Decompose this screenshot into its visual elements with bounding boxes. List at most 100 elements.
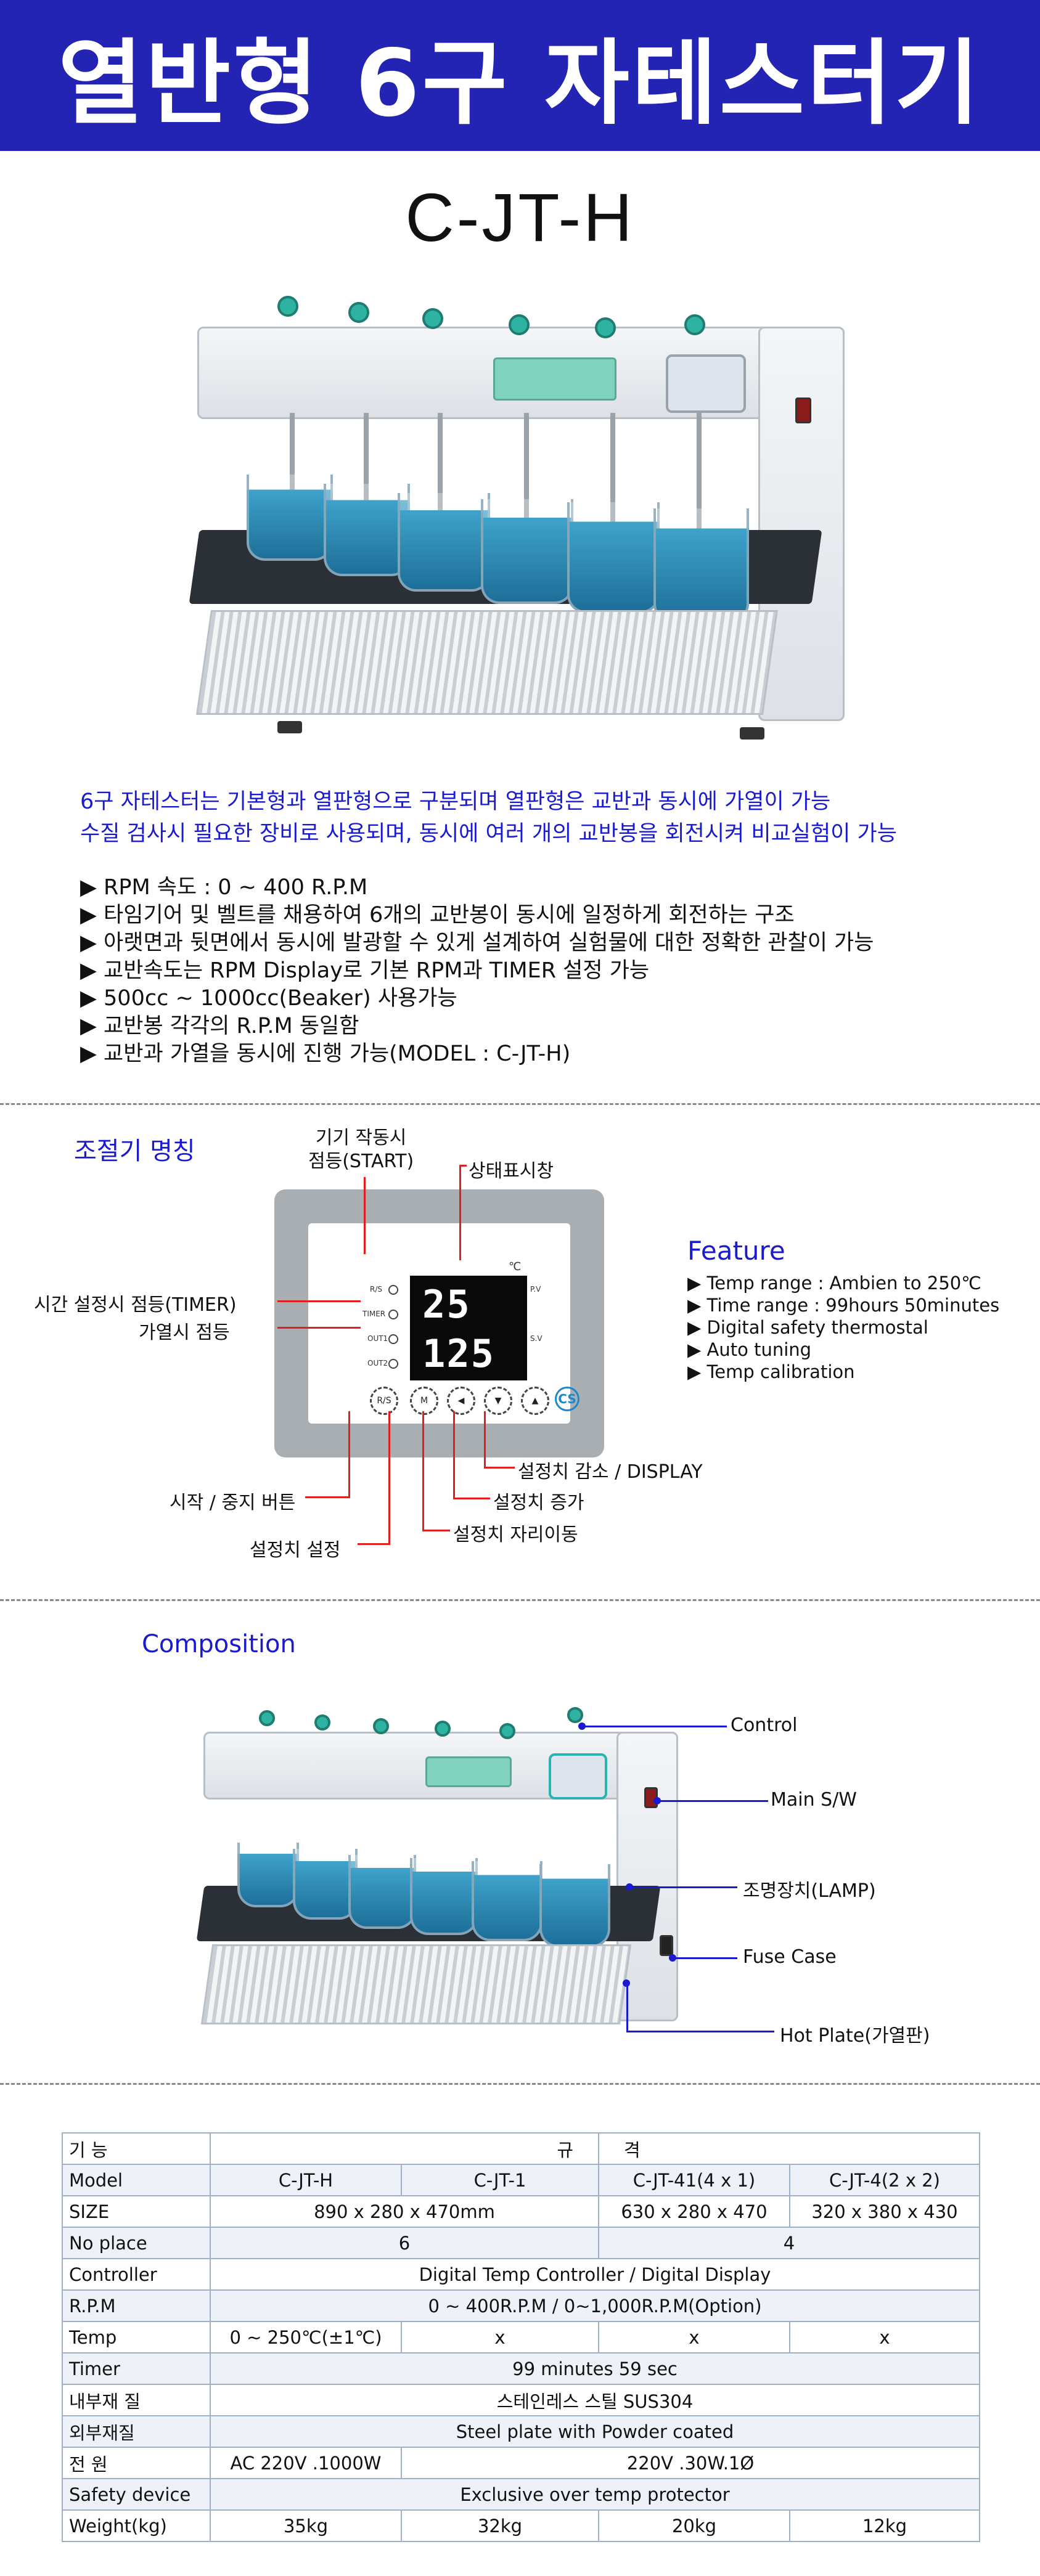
composition-title: Composition [142, 1630, 296, 1658]
pointer-line [626, 1983, 628, 2032]
leader-line [364, 1177, 366, 1254]
feature-item: ▶ Temp calibration [687, 1361, 855, 1382]
shift-button[interactable]: ◀ [447, 1387, 475, 1415]
table-row: 기 능 규 격 [62, 2132, 980, 2165]
pointer-line [673, 1957, 737, 1959]
machine-foot [740, 727, 764, 740]
table-cell: SIZE [62, 2195, 211, 2228]
mode-button[interactable]: M [410, 1387, 438, 1415]
leader-line [453, 1498, 490, 1499]
knob-icon [348, 302, 369, 323]
leader-line [422, 1530, 450, 1531]
led-label: R/S [370, 1285, 382, 1294]
table-cell: C-JT-H [210, 2164, 402, 2196]
label-start-stop: 시작 / 중지 버튼 [170, 1492, 296, 1514]
bullet-item: ▶ 교반과 가열을 동시에 진행 가능(MODEL : C-JT-H) [80, 1041, 571, 1066]
table-cell: Controller [62, 2258, 211, 2291]
model-title: C-JT-H [405, 180, 635, 256]
led-label: OUT2 [367, 1359, 388, 1367]
section-divider [0, 1599, 1040, 1601]
leader-line [459, 1165, 461, 1260]
label-hot-plate: Hot Plate(가열판) [780, 2025, 930, 2047]
feature-bullets: ▶ RPM 속도 : 0 ~ 400 R.P.M ▶ 타임기어 및 벨트를 채용… [80, 874, 1005, 1068]
intro-text: 6구 자테스터는 기본형과 열판형으로 구분되며 열판형은 교반과 동시에 가열… [80, 786, 1005, 850]
table-cell: Steel plate with Powder coated [210, 2415, 980, 2448]
feature-item: ▶ Temp range : Ambien to 250℃ [687, 1273, 981, 1294]
feature-title: Feature [687, 1236, 785, 1266]
beaker [472, 1861, 543, 1941]
table-cell: 630 x 280 x 470 [598, 2195, 790, 2228]
down-button[interactable]: ▼ [484, 1387, 512, 1415]
table-cell: 99 minutes 59 sec [210, 2352, 980, 2385]
table-cell: 32kg [401, 2509, 599, 2542]
pointer-line [626, 2031, 774, 2032]
table-cell: R.P.M [62, 2289, 211, 2322]
intro-line: 수질 검사시 필요한 장비로 사용되며, 동시에 여러 개의 교반봉을 회전시켜… [80, 821, 897, 846]
label-main-sw: Main S/W [771, 1789, 857, 1811]
table-cell: 스테인레스 스틸 SUS304 [210, 2384, 980, 2416]
beaker [481, 499, 573, 604]
machine-display-panel [425, 1756, 512, 1787]
table-cell: x [598, 2321, 790, 2354]
table-row: No place 6 4 [62, 2227, 980, 2259]
table-row: Controller Digital Temp Controller / Dig… [62, 2258, 980, 2291]
table-cell: C-JT-41(4 x 1) [598, 2164, 790, 2196]
table-row: Timer 99 minutes 59 sec [62, 2352, 980, 2385]
leader-line [305, 1496, 350, 1498]
pv-label: P.V [530, 1285, 541, 1294]
table-row: Model C-JT-H C-JT-1 C-JT-41(4 x 1) C-JT-… [62, 2164, 980, 2196]
machine-controller [549, 1753, 607, 1800]
feature-item: ▶ Time range : 99hours 50minutes [687, 1295, 1000, 1316]
leader-line [348, 1411, 350, 1498]
table-cell: Timer [62, 2352, 211, 2385]
bullet-item: ▶ 타임기어 및 벨트를 채용하여 6개의 교반봉이 동시에 일정하게 회전하는… [80, 903, 795, 927]
label-start: 기기 작동시 점등(START) [308, 1127, 414, 1172]
table-cell: Exclusive over temp protector [210, 2478, 980, 2511]
bullet-item: ▶ 교반봉 각각의 R.P.M 동일함 [80, 1014, 359, 1038]
knob-icon [499, 1723, 515, 1739]
table-cell: x [789, 2321, 980, 2354]
beaker [348, 1855, 416, 1929]
feature-item: ▶ Digital safety thermostal [687, 1317, 928, 1338]
bullet-item: ▶ 500cc ~ 1000cc(Beaker) 사용가능 [80, 986, 457, 1011]
machine-controller [666, 354, 746, 413]
label-lamp: 조명장치(LAMP) [743, 1880, 876, 1902]
table-cell: 35kg [210, 2509, 402, 2542]
leader-line [453, 1411, 455, 1499]
run-stop-button[interactable]: R/S [370, 1387, 398, 1415]
up-button[interactable]: ▲ [521, 1387, 549, 1415]
label-shift: 설정치 자리이동 [453, 1524, 578, 1546]
knob-icon [684, 314, 705, 335]
table-cell: x [401, 2321, 599, 2354]
knob-icon [435, 1721, 451, 1737]
leader-line [277, 1300, 361, 1302]
unit-celsius: ℃ [509, 1260, 522, 1273]
leader-line [484, 1467, 515, 1469]
label-control: Control [731, 1714, 798, 1736]
label-status: 상태표시창 [469, 1160, 554, 1182]
table-row: R.P.M 0 ~ 400R.P.M / 0~1,000R.P.M(Option… [62, 2289, 980, 2322]
table-cell: 890 x 280 x 470mm [210, 2195, 599, 2228]
table-cell: Weight(kg) [62, 2509, 211, 2542]
table-row: Weight(kg) 35kg 32kg 20kg 12kg [62, 2509, 980, 2542]
table-cell: 전 원 [62, 2447, 211, 2479]
stirrer-rod [438, 413, 443, 567]
leader-line [388, 1411, 390, 1544]
table-cell: 6 [210, 2227, 599, 2259]
spec-table: 기 능 규 격 Model C-JT-H C-JT-1 C-JT-41(4 x … [62, 2132, 980, 2542]
label-timer: 시간 설정시 점등(TIMER) [34, 1294, 237, 1316]
beaker [247, 475, 333, 561]
led-rs [388, 1285, 398, 1295]
stirrer-rod [524, 413, 529, 579]
leader-line [422, 1411, 424, 1531]
table-cell: Model [62, 2164, 211, 2196]
table-cell: 기 능 [62, 2132, 211, 2165]
table-cell: AC 220V .1000W [210, 2447, 402, 2479]
leader-line [484, 1411, 486, 1468]
table-row: SIZE 890 x 280 x 470mm 630 x 280 x 470 3… [62, 2195, 980, 2228]
table-cell: 0 ~ 250℃(±1℃) [210, 2321, 402, 2354]
led-out1 [388, 1334, 398, 1344]
table-row: Safety device Exclusive over temp protec… [62, 2478, 980, 2511]
table-cell: Digital Temp Controller / Digital Displa… [210, 2258, 980, 2291]
beaker [567, 502, 660, 613]
